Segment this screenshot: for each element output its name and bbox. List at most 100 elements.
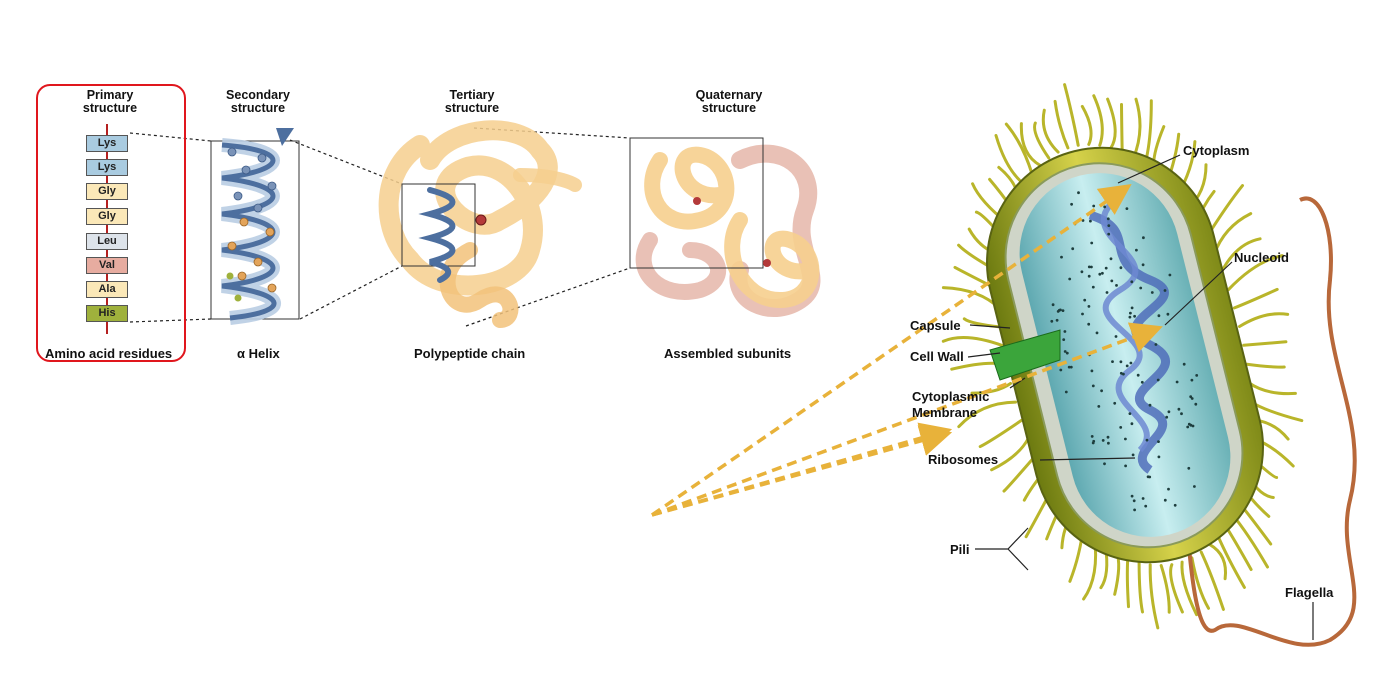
ribosome-dot <box>1119 360 1123 364</box>
ribosome-dot <box>1060 255 1063 259</box>
residue-box: His <box>86 305 128 322</box>
pilus <box>1216 534 1246 589</box>
ribosome-dot <box>1180 412 1183 416</box>
ribosome-dot <box>1144 504 1148 508</box>
ribosome-dot <box>1128 315 1132 319</box>
pilus <box>1004 122 1034 176</box>
residue-box: Gly <box>86 183 128 200</box>
ribosome-dot <box>1130 422 1134 426</box>
ribosome-dot <box>1100 389 1103 393</box>
ribosome-dot <box>1130 306 1134 310</box>
ribosome-dot <box>1194 402 1198 406</box>
residue-box: Leu <box>86 233 128 250</box>
ribosome-dot <box>1195 374 1199 377</box>
ribosome-dot <box>1101 271 1104 275</box>
ribosome-dot <box>1122 372 1125 376</box>
ribosome-dot <box>1135 248 1138 252</box>
ribosome-dot <box>1148 475 1152 479</box>
ribosome-dot <box>1141 497 1145 500</box>
pilus <box>1148 563 1160 630</box>
ribosome-dot <box>1092 204 1096 208</box>
pilus <box>957 400 1018 429</box>
ribosome-dot <box>1087 305 1091 308</box>
ribosome-dot <box>1129 311 1132 315</box>
pilus <box>1242 340 1288 347</box>
ribosome-dot <box>1087 322 1091 326</box>
ribosome-dot <box>1090 241 1094 245</box>
ribosome-dot <box>1111 360 1114 363</box>
ribosome-dot <box>1089 219 1092 223</box>
bacterium-illustration <box>941 83 1357 647</box>
ribosome-dot <box>1125 207 1129 211</box>
ribosome-dot <box>1141 263 1145 267</box>
ribosome-dot <box>1107 232 1111 236</box>
pilus <box>1245 362 1286 369</box>
ribosome-dot <box>1077 191 1080 195</box>
pilus <box>970 382 1012 395</box>
pilus <box>1232 287 1279 310</box>
ribosome-dot <box>1142 236 1145 240</box>
ribosome-dot <box>1107 224 1111 228</box>
ribosome-dot <box>1166 312 1170 316</box>
caption-quaternary: Assembled subunits <box>664 346 792 361</box>
ribosome-dot <box>1105 291 1109 294</box>
ribosome-dot <box>1106 435 1110 439</box>
ribosome-dot <box>1055 318 1059 322</box>
ribosome-dot <box>1104 266 1108 270</box>
ribosome-dot <box>1189 423 1193 427</box>
ribosome-dot <box>1106 217 1110 221</box>
ribosome-dot <box>1097 405 1101 408</box>
pilus <box>1041 108 1060 154</box>
pilus <box>1199 550 1225 611</box>
ribosome-dot <box>1154 343 1158 346</box>
ribosome-dot <box>1139 286 1143 290</box>
caption-secondary: α Helix <box>237 346 280 361</box>
ribosome-dot <box>1167 487 1170 491</box>
flagellum <box>1183 196 1357 647</box>
ribosome-dot <box>1128 412 1132 415</box>
ribosome-dot <box>1130 280 1134 284</box>
label-flagella: Flagella <box>1285 585 1334 600</box>
label-cell-wall: Cell Wall <box>910 349 964 364</box>
pilus <box>1019 122 1042 167</box>
ribosome-dot <box>1063 330 1067 333</box>
label-leader-lines <box>967 154 1314 640</box>
ribosome-dot <box>1103 205 1107 209</box>
pilus <box>1190 556 1210 610</box>
ribosome-dot <box>1130 494 1134 498</box>
ribosome-dot <box>1132 499 1136 503</box>
ribosome-dot <box>1156 378 1160 382</box>
ribosome-dot <box>1133 327 1137 330</box>
ribosome-dot <box>1140 380 1144 384</box>
pilus <box>1132 97 1142 160</box>
ribosome-dot <box>1157 455 1161 459</box>
ribosome-dot <box>1070 202 1073 206</box>
ribosome-dot <box>1189 395 1193 399</box>
ribosome-dot <box>1119 266 1123 270</box>
pilus <box>1247 381 1297 396</box>
ribosome-dot <box>1069 365 1073 369</box>
ribosome-dot <box>1119 426 1123 429</box>
pilus <box>1092 94 1104 147</box>
ribosome-dots <box>1050 191 1199 512</box>
ribosome-dot <box>1056 310 1060 313</box>
ribosome-dot <box>1098 272 1102 276</box>
pilus <box>1180 560 1199 617</box>
ribosome-dot <box>1113 401 1117 405</box>
ribosome-dot <box>1064 390 1068 394</box>
ribosome-dot <box>1168 273 1172 277</box>
ribosome-dot <box>1109 257 1113 261</box>
ribosome-dot <box>1150 291 1154 294</box>
ribosome-dot <box>1068 277 1072 281</box>
ribosome-dot <box>1091 285 1095 289</box>
ribosome-dot <box>1081 312 1084 316</box>
ribosome-dot <box>1177 407 1181 411</box>
ribosome-dot <box>1133 314 1136 318</box>
ribosome-dot <box>1059 368 1063 372</box>
ribosome-dot <box>1173 503 1177 507</box>
pilus <box>1080 104 1093 146</box>
ribosome-dot <box>1083 298 1087 302</box>
